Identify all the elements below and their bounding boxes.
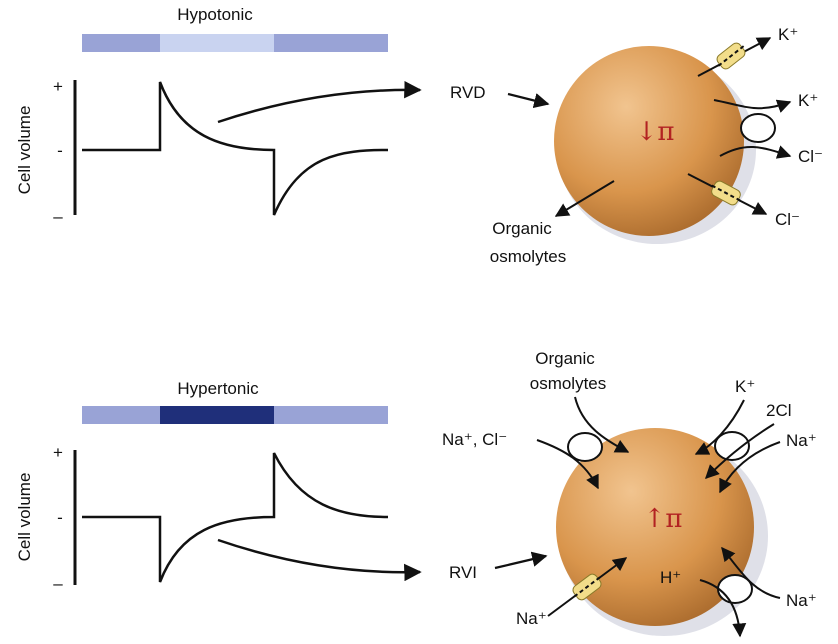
bottom-panel: Hypertonic Cell volume + - – RVI ↑π Orga… [15, 349, 817, 638]
k-channel-label: K⁺ [778, 25, 798, 44]
cl-cotransport-arrow [719, 145, 792, 159]
rvi-pointer [494, 551, 548, 570]
hypotonic-label: Hypotonic [177, 5, 253, 24]
y-axis-minus: – [53, 574, 63, 593]
y-axis-mid: - [57, 141, 63, 160]
k-uptake-arrow [694, 399, 745, 455]
hypotonic-condition-bar [82, 34, 388, 52]
osmolytes-label-line2: osmolytes [530, 374, 607, 393]
kcl-cotransporter-icon [740, 113, 776, 143]
cl-cotransport-label: Cl⁻ [798, 147, 823, 166]
cell-osmolality-up: ↑π [644, 504, 683, 534]
osmolytes-label-line1: Organic [535, 349, 595, 368]
y-axis-plus: + [53, 443, 63, 462]
rvd-label: RVD [450, 83, 486, 102]
cl-channel-label: Cl⁻ [775, 210, 800, 229]
y-axis-label: Cell volume [15, 106, 34, 195]
osmolyte-efflux-arrow [554, 180, 615, 217]
k-channel-icon [716, 42, 746, 70]
osmolytes-label-line2: osmolytes [490, 247, 567, 266]
hypertonic-label: Hypertonic [177, 379, 259, 398]
nacl-cotransporter-icon [567, 432, 603, 462]
rvd-arrow [217, 80, 422, 124]
na-exchanger-label: Na⁺ [786, 591, 817, 610]
k-cotransport-label: K⁺ [798, 91, 818, 110]
na-cl-uptake-arrow [536, 439, 599, 490]
na-exchange-uptake-arrow [721, 546, 781, 599]
h-label: H⁺ [660, 568, 681, 587]
two-cl-uptake-arrow [705, 423, 775, 479]
k-cotransport-arrow [713, 99, 792, 113]
y-axis-label: Cell volume [15, 473, 34, 562]
rvd-pointer [507, 92, 550, 109]
nkcc-cotransporter-icon [714, 431, 750, 461]
cell-osmolality-down: ↓π [636, 117, 675, 147]
hypertonic-condition-bar [82, 406, 388, 424]
top-panel: Hypotonic Cell volume + - – RVD ↓π K⁺ [15, 5, 823, 266]
na-cl-label: Na⁺, Cl⁻ [442, 430, 507, 449]
y-axis-minus: – [53, 207, 63, 226]
cl-channel-icon [711, 180, 741, 206]
na-right-label: Na⁺ [786, 431, 817, 450]
volume-trace [82, 452, 389, 583]
osmolyte-uptake-arrow [574, 396, 630, 453]
swelling-cell [556, 428, 768, 636]
cell-body [556, 428, 754, 626]
na-channel-label: Na⁺ [516, 609, 547, 628]
na-channel-icon [572, 573, 602, 601]
volume-trace [82, 81, 389, 216]
na-uptake-arrow [719, 441, 781, 494]
two-cl-label: 2Cl [766, 401, 792, 420]
y-axis-mid: - [57, 508, 63, 527]
y-axis-plus: + [53, 77, 63, 96]
rvi-label: RVI [449, 563, 477, 582]
h-efflux-arrow [699, 579, 747, 638]
k-label: K⁺ [735, 377, 755, 396]
rvi-arrow [217, 538, 422, 582]
osmolytes-label-line1: Organic [492, 219, 552, 238]
